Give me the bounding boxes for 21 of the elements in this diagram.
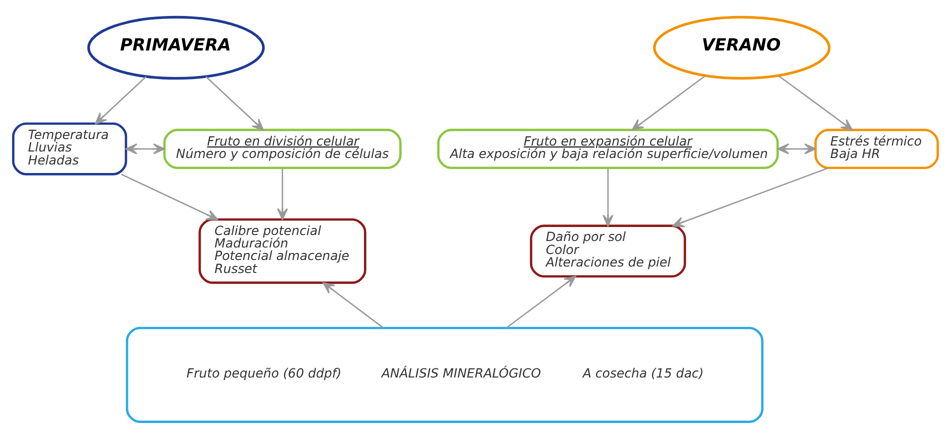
arrow: [602, 168, 614, 226]
arrow: [205, 76, 264, 130]
node-ellipse: PRIMAVERA: [87, 15, 265, 80]
node-box: Fruto en expansión celular Alta exposición y baja relación superficie/volumen: [437, 128, 779, 169]
node-ellipse: VERANO: [653, 15, 831, 80]
arrow: [672, 166, 829, 227]
arrow: [506, 275, 576, 328]
arrow: [121, 173, 218, 220]
node-box: Fruto en división celular Número y composición de células: [163, 128, 402, 169]
node-box: Fruto pequeño (60 ddpf) ANÁLISIS MINERALÓGICO A cosecha (15 dac): [126, 326, 764, 422]
arrow: [125, 142, 165, 154]
arrow: [778, 74, 853, 130]
node-box: Daño por sol Color Alteraciones de piel: [530, 224, 686, 278]
arrow: [777, 142, 816, 154]
arrow: [95, 76, 147, 124]
node-box: Estrés térmico Baja HR: [814, 128, 939, 169]
node-box: Calibre potencial Maduración Potencial almacenaje Russet: [198, 218, 366, 284]
arrow: [322, 282, 384, 328]
arrow: [277, 168, 288, 220]
arrow: [632, 74, 706, 130]
node-box: Temperatura Lluvias Heladas: [12, 122, 128, 175]
